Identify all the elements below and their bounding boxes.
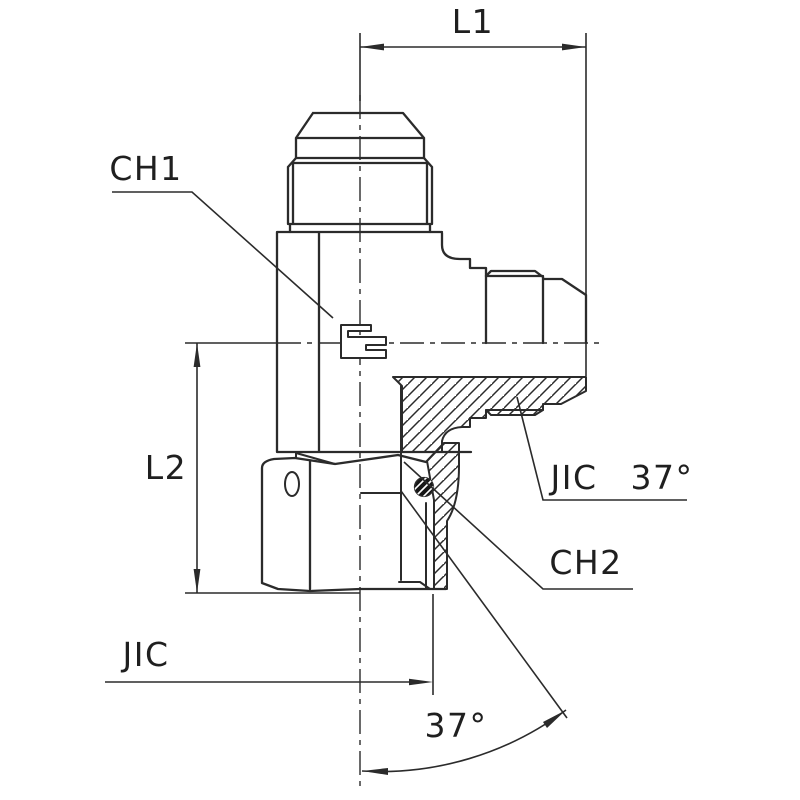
- flare-cone-line: [400, 490, 568, 719]
- ch1-leader: [112, 191, 334, 319]
- dim-l2-arrow-top: [193, 343, 201, 367]
- top-nose-outline: [294, 111, 426, 160]
- dim-l1: L1: [360, 2, 586, 51]
- dim-l1-arrow-left: [360, 43, 384, 51]
- annotations: L1 CH1 L2 JIC 37°: [105, 2, 694, 775]
- body-hex: [275, 230, 488, 454]
- ch2-leader: [403, 461, 633, 590]
- callout-jic-bottom: JIC: [105, 635, 433, 686]
- top-thread-outline: [286, 156, 434, 234]
- jic-bottom-arrow: [409, 678, 433, 686]
- side-thread-outline: [484, 269, 545, 279]
- callout-ch2: CH2: [403, 461, 633, 590]
- side-nose-outline: [541, 275, 588, 345]
- dim-l2-arrow-bottom: [193, 569, 201, 593]
- section-hatch-side: [392, 376, 587, 453]
- label-jic-bottom: JIC: [120, 635, 169, 674]
- label-angle-side: 37°: [631, 458, 694, 497]
- label-l2: L2: [145, 448, 187, 487]
- label-l1: L1: [452, 2, 494, 41]
- label-ch1: CH1: [109, 149, 182, 188]
- section-side-port: [392, 376, 587, 453]
- top-male-port: [286, 111, 434, 234]
- nut-outline: [260, 453, 448, 593]
- side-male-port: [484, 269, 588, 345]
- body-outline: [275, 230, 473, 454]
- extension-lines: [185, 33, 587, 695]
- center-lines: [277, 95, 604, 788]
- dim-l1-arrow-right: [562, 43, 586, 51]
- label-jic-side: JIC: [548, 458, 597, 497]
- hex-stamp-mark: [340, 324, 387, 359]
- dim-l2: L2: [145, 343, 201, 593]
- callout-jic-side: JIC 37°: [516, 396, 694, 501]
- nut-back-edge: [295, 451, 336, 465]
- nut-section: [425, 442, 460, 590]
- section-hatch-nut: [426, 442, 460, 590]
- o-ring: [413, 476, 435, 498]
- o-ring-hatch: [414, 477, 434, 497]
- nut-slot-mark: [284, 471, 300, 497]
- angle-37-bottom: 37°: [361, 490, 568, 775]
- callout-ch1: CH1: [109, 149, 334, 319]
- jic-side-leader: [516, 396, 687, 501]
- nut-inner-chamfer: [425, 442, 445, 463]
- angle-arc-arrow-right: [543, 710, 566, 728]
- angle-arc-arrow-left: [362, 768, 388, 775]
- label-angle-bottom: 37°: [425, 706, 488, 745]
- angle-arc: [361, 709, 567, 773]
- label-ch2: CH2: [549, 543, 622, 582]
- body-shoulder-right: [440, 231, 488, 345]
- fitting-part: [260, 111, 588, 593]
